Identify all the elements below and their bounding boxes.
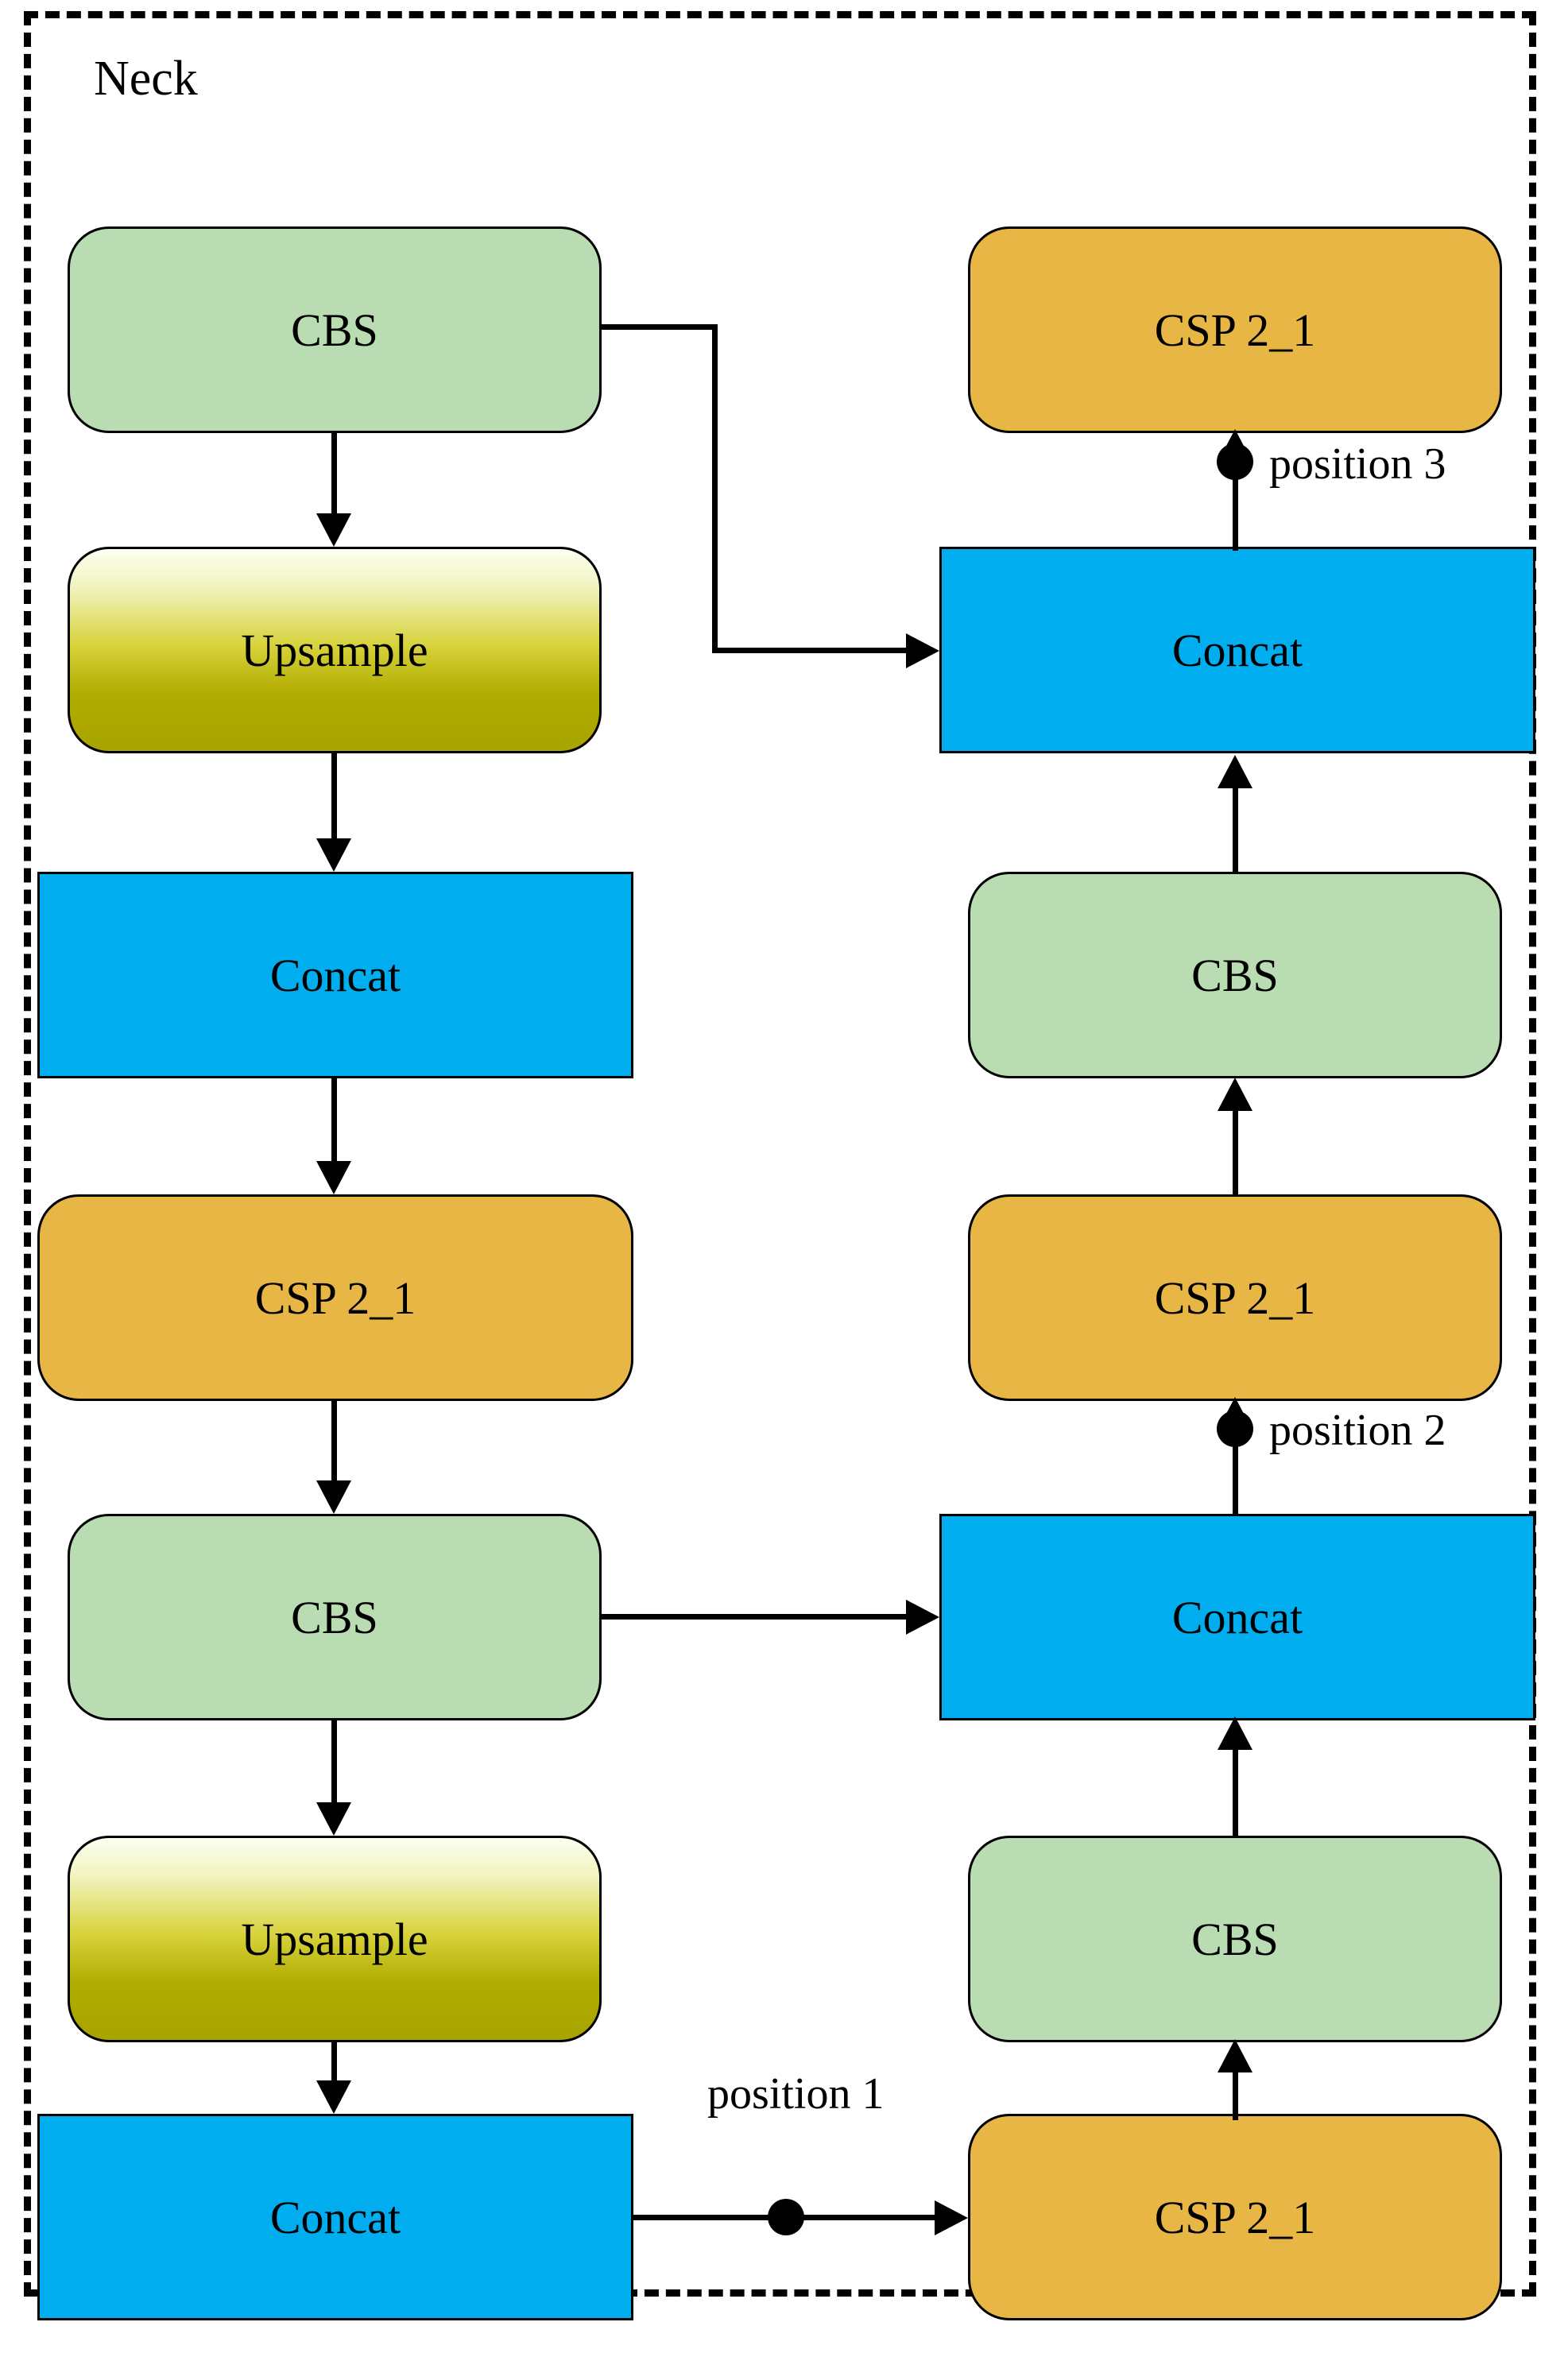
node-label: Concat xyxy=(269,949,401,1001)
node-left-concat-1[interactable]: Concat xyxy=(37,872,633,1078)
arrow-down-icon xyxy=(316,1161,351,1194)
node-label: CBS xyxy=(291,304,378,356)
connector-right-4 xyxy=(1233,1111,1238,1194)
connector-cross-top-v xyxy=(712,324,718,650)
arrow-down-icon xyxy=(316,2080,351,2114)
connector-right-3 xyxy=(1233,1430,1238,1516)
node-label: CBS xyxy=(1191,1913,1279,1965)
connector-right-1 xyxy=(1233,2072,1238,2120)
connector-cross-mid-h xyxy=(602,1614,911,1620)
node-left-upsample-2[interactable]: Upsample xyxy=(68,1836,602,2042)
node-label: CBS xyxy=(1191,949,1279,1001)
position-2-label: position 2 xyxy=(1269,1406,1446,1455)
connector-cross-top-h1 xyxy=(602,324,718,330)
node-label: CSP 2_1 xyxy=(1154,2191,1316,2243)
node-left-cbs-1[interactable]: CBS xyxy=(68,226,602,433)
node-right-csp-3[interactable]: CSP 2_1 xyxy=(968,2114,1502,2320)
node-left-upsample-1[interactable]: Upsample xyxy=(68,547,602,753)
arrow-up-icon xyxy=(1218,2039,1252,2072)
node-label: CSP 2_1 xyxy=(1154,304,1316,356)
arrow-down-icon xyxy=(316,1802,351,1836)
arrow-down-icon xyxy=(316,513,351,547)
arrow-down-icon xyxy=(316,1480,351,1514)
node-left-concat-2[interactable]: Concat xyxy=(37,2114,633,2320)
arrow-up-icon xyxy=(1218,755,1252,788)
position-1-dot xyxy=(768,2199,804,2235)
arrow-right-icon xyxy=(935,2200,968,2235)
node-left-cbs-2[interactable]: CBS xyxy=(68,1514,602,1720)
node-right-concat-2[interactable]: Concat xyxy=(939,1514,1535,1720)
node-label: Concat xyxy=(1171,1591,1303,1643)
connector-right-5 xyxy=(1233,788,1238,874)
node-label: CBS xyxy=(291,1591,378,1643)
position-3-label: position 3 xyxy=(1269,439,1446,489)
node-right-concat-1[interactable]: Concat xyxy=(939,547,1535,753)
node-right-csp-2[interactable]: CSP 2_1 xyxy=(968,1194,1502,1401)
node-label: Concat xyxy=(1171,624,1303,676)
connector-right-6 xyxy=(1233,465,1238,551)
arrow-up-icon xyxy=(1218,1716,1252,1750)
arrow-down-icon xyxy=(316,838,351,872)
arrow-up-icon xyxy=(1218,429,1252,462)
arrow-up-icon xyxy=(1218,1397,1252,1430)
connector-left-2 xyxy=(331,753,337,841)
node-label: CSP 2_1 xyxy=(1154,1271,1316,1324)
page-title: Neck xyxy=(94,52,198,106)
connector-left-4 xyxy=(331,1401,337,1484)
connector-left-1 xyxy=(331,433,337,517)
node-label: Upsample xyxy=(241,1913,428,1965)
connector-right-2 xyxy=(1233,1748,1238,1837)
connector-left-6 xyxy=(331,2042,337,2084)
node-label: Concat xyxy=(269,2191,401,2243)
arrow-up-icon xyxy=(1218,1078,1252,1111)
node-right-cbs-1[interactable]: CBS xyxy=(968,872,1502,1078)
connector-cross-top-h2 xyxy=(712,648,911,653)
node-label: Upsample xyxy=(241,624,428,676)
arrow-right-icon xyxy=(906,633,939,668)
position-1-label: position 1 xyxy=(707,2069,885,2119)
node-right-csp-1[interactable]: CSP 2_1 xyxy=(968,226,1502,433)
neck-group-frame xyxy=(24,11,1536,2297)
connector-left-3 xyxy=(331,1078,337,1164)
arrow-right-icon xyxy=(906,1600,939,1635)
node-label: CSP 2_1 xyxy=(254,1271,416,1324)
connector-left-5 xyxy=(331,1720,337,1805)
node-right-cbs-2[interactable]: CBS xyxy=(968,1836,1502,2042)
node-left-csp-1[interactable]: CSP 2_1 xyxy=(37,1194,633,1401)
